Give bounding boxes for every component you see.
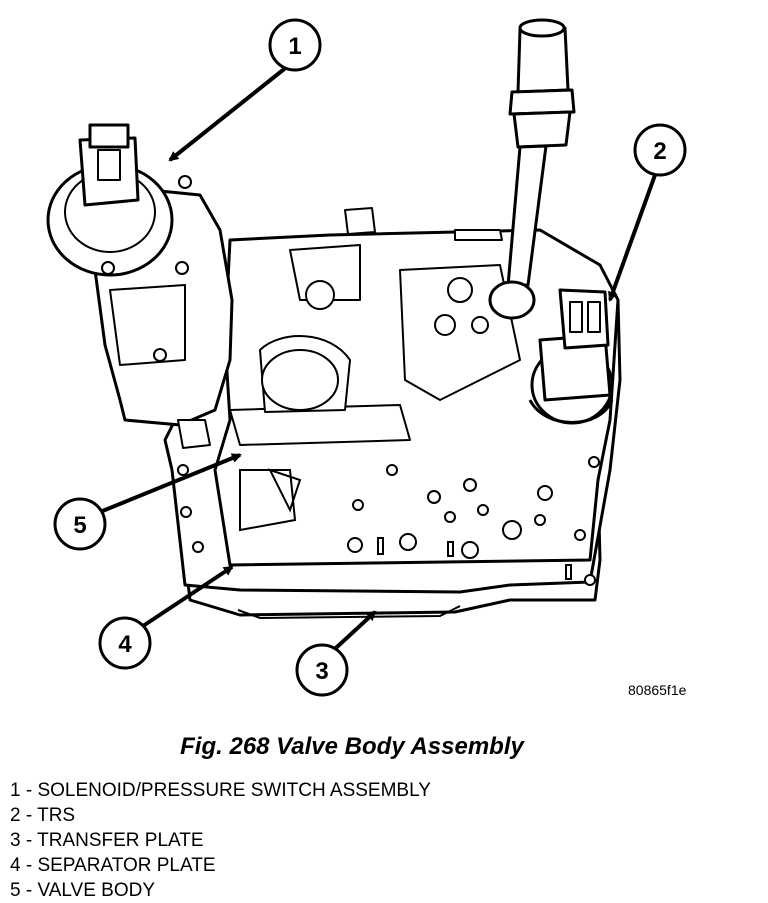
legend-item: 2 - TRS	[10, 805, 76, 826]
legend-item: 1 - SOLENOID/PRESSURE SWITCH ASSEMBLY	[10, 780, 431, 801]
legend-item: 3 - TRANSFER PLATE	[10, 830, 204, 851]
svg-text:3: 3	[315, 658, 328, 685]
svg-text:5: 5	[73, 512, 86, 539]
svg-text:1: 1	[288, 33, 301, 60]
solenoid-pressure-switch-drawing	[46, 123, 234, 449]
legend-item: 4 - SEPARATOR PLATE	[10, 855, 216, 876]
callout-leaders	[99, 64, 657, 660]
manual-shaft-drawing	[344, 18, 576, 320]
legend-item: 5 - VALVE BODY	[10, 880, 156, 901]
trs-drawing	[528, 288, 614, 425]
svg-text:2: 2	[653, 138, 666, 165]
callout-4: 4	[98, 616, 152, 670]
figure-caption: Fig. 268 Valve Body Assembly	[180, 733, 524, 760]
callout-3: 3	[295, 643, 349, 697]
valve-body-illustration: 1 2 3 4 5	[46, 18, 687, 697]
valve-body-ports	[177, 456, 600, 586]
figure-code: 80865f1e	[628, 682, 687, 698]
callout-2: 2	[633, 123, 687, 177]
svg-text:4: 4	[118, 631, 132, 658]
callout-5: 5	[53, 497, 107, 551]
callout-1: 1	[268, 18, 322, 72]
legend-list: 1 - SOLENOID/PRESSURE SWITCH ASSEMBLY 2 …	[10, 778, 431, 903]
